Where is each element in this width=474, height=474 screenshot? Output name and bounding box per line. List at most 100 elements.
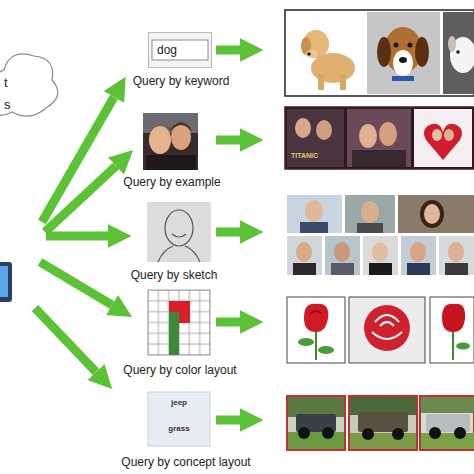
example-photo bbox=[148, 125, 172, 132]
query-label: Query by example bbox=[97, 176, 247, 190]
example-photo bbox=[143, 113, 198, 133]
dog-results bbox=[318, 74, 324, 90]
jeep-results bbox=[420, 396, 474, 450]
rose-results bbox=[372, 315, 402, 339]
rose-results bbox=[364, 305, 410, 351]
face-results bbox=[363, 236, 398, 275]
jeep-results bbox=[454, 427, 466, 439]
example-results bbox=[347, 109, 411, 167]
face-results bbox=[398, 195, 474, 233]
keyword-field bbox=[152, 40, 208, 60]
jeep-results bbox=[288, 432, 344, 449]
color-grid bbox=[179, 312, 190, 323]
rose-results bbox=[315, 330, 317, 360]
rose-results bbox=[456, 343, 470, 350]
face-results bbox=[287, 195, 342, 233]
face-results bbox=[448, 242, 464, 262]
example-photo bbox=[143, 113, 198, 170]
node-text: grass bbox=[148, 424, 210, 433]
dog-results bbox=[306, 50, 318, 58]
face-sketch bbox=[147, 202, 211, 262]
concept-canvas bbox=[148, 392, 210, 446]
example-results bbox=[287, 109, 344, 167]
jeep-results bbox=[287, 396, 345, 450]
dog-results bbox=[392, 76, 414, 81]
example-results bbox=[285, 107, 474, 169]
example-results bbox=[316, 120, 332, 140]
face-results bbox=[300, 222, 328, 233]
face-results bbox=[334, 242, 350, 262]
fan-arrows bbox=[40, 262, 112, 305]
jeep-results bbox=[322, 427, 334, 439]
node-text: t s bbox=[4, 72, 12, 116]
dog-results bbox=[377, 37, 391, 67]
dog-results bbox=[285, 10, 474, 96]
dog-results bbox=[408, 43, 413, 48]
concept-layout-query-box: jeepgrassQuery by concept layout bbox=[148, 392, 210, 446]
example-results bbox=[359, 124, 377, 148]
face-results bbox=[445, 263, 468, 275]
example-results bbox=[444, 129, 454, 141]
face-results bbox=[287, 236, 322, 275]
result-arrows bbox=[216, 416, 240, 425]
keyword-field bbox=[148, 32, 212, 68]
tablet-device bbox=[0, 262, 12, 302]
color-grid bbox=[169, 301, 190, 312]
face-results bbox=[407, 263, 430, 275]
dog-results bbox=[456, 50, 460, 54]
query-label: Query by color layout bbox=[95, 364, 265, 378]
face-results bbox=[345, 195, 395, 233]
keyword-field bbox=[148, 32, 212, 68]
fan-arrows bbox=[35, 97, 116, 372]
rose-results bbox=[310, 311, 322, 314]
query-label: Query by sketch bbox=[99, 269, 249, 283]
color-layout-query-box: Query by color layout bbox=[148, 290, 210, 355]
poster-text: TITANIC bbox=[291, 152, 318, 160]
jeep-results bbox=[362, 428, 374, 440]
dog-results bbox=[393, 50, 413, 76]
keyword-query-box: dogQuery by keyword bbox=[148, 32, 212, 68]
rose-results bbox=[287, 297, 474, 363]
face-results bbox=[296, 242, 312, 262]
jeep-results bbox=[429, 427, 441, 439]
dog-results bbox=[301, 37, 311, 55]
result-arrows bbox=[216, 318, 240, 327]
query-label: Query by concept layout bbox=[96, 456, 276, 470]
query-label: Query by keyword bbox=[106, 75, 256, 89]
jeep-results bbox=[349, 396, 417, 450]
example-photo bbox=[170, 122, 192, 132]
rose-results bbox=[318, 346, 334, 354]
face-results bbox=[424, 204, 440, 224]
example-results bbox=[424, 124, 462, 160]
face-results bbox=[420, 200, 444, 228]
result-arrows bbox=[216, 136, 240, 145]
color-grid bbox=[148, 290, 210, 355]
result-arrows bbox=[216, 228, 240, 237]
dog-results bbox=[285, 10, 474, 96]
example-photo bbox=[149, 126, 171, 154]
tablet-device bbox=[0, 262, 12, 302]
color-grid bbox=[148, 290, 210, 355]
node-text: dog bbox=[157, 44, 207, 58]
fan-arrows bbox=[46, 232, 108, 241]
example-photo bbox=[146, 155, 196, 170]
face-sketch bbox=[185, 246, 200, 262]
face-results bbox=[325, 236, 360, 275]
face-sketch bbox=[147, 202, 211, 262]
face-results bbox=[287, 195, 474, 275]
face-results bbox=[410, 242, 426, 262]
concept-canvas bbox=[148, 392, 210, 446]
face-sketch bbox=[165, 210, 193, 246]
example-query-box: Query by example bbox=[143, 113, 198, 170]
jeep-results bbox=[421, 433, 474, 449]
face-results bbox=[439, 236, 474, 275]
face-results bbox=[357, 223, 383, 233]
example-photo bbox=[171, 124, 191, 150]
face-results bbox=[372, 242, 388, 262]
dog-results bbox=[340, 74, 346, 90]
query-cloud bbox=[0, 54, 58, 116]
rose-results bbox=[298, 338, 314, 346]
dog-results bbox=[448, 36, 456, 52]
